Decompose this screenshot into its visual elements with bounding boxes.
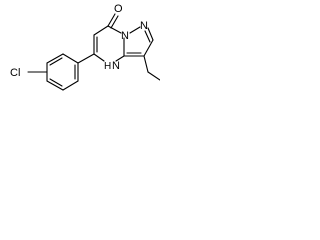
ring-bond-n1-n2 xyxy=(129,26,141,34)
ring-bond-c7-n1 xyxy=(107,25,122,34)
nh-nitrogen-label: N xyxy=(112,60,120,72)
nitrogen-bridge-label: N xyxy=(121,30,129,42)
oxygen-label: O xyxy=(114,3,123,15)
ring-bond-c7-c6 xyxy=(93,25,109,36)
phenyl-bond-2-double xyxy=(49,57,63,66)
phenyl-bond-1 xyxy=(62,53,79,64)
phenyl-bond-4-double xyxy=(49,78,63,87)
bonds xyxy=(27,13,160,91)
ethyl-bond-1 xyxy=(143,55,149,73)
phenyl-bond-2 xyxy=(46,53,64,64)
ethyl-bond-2 xyxy=(147,71,160,81)
carbonyl-bond xyxy=(107,13,116,27)
ring-bond-c2-c3 xyxy=(143,39,154,57)
ring-bond-n2-c2-double xyxy=(144,30,151,43)
phenyl-bond-5 xyxy=(62,80,79,91)
carbonyl-bond-double xyxy=(110,15,119,29)
ring-bond-c5-n4 xyxy=(93,53,105,62)
nitrogen-pyrazole-label: N xyxy=(140,20,148,32)
phenyl-bond-4 xyxy=(46,80,64,91)
ring-bond-n4-c3a xyxy=(115,55,125,62)
chlorine-label: Cl xyxy=(10,67,20,79)
atom-labels: O N N N H Cl xyxy=(10,3,148,79)
ring-bond-n2-c2 xyxy=(147,27,154,41)
chemical-structure-diagram: O N N N H Cl xyxy=(10,3,160,91)
aryl-attachment-bond xyxy=(77,53,95,64)
nh-hydrogen-label: H xyxy=(104,61,111,72)
